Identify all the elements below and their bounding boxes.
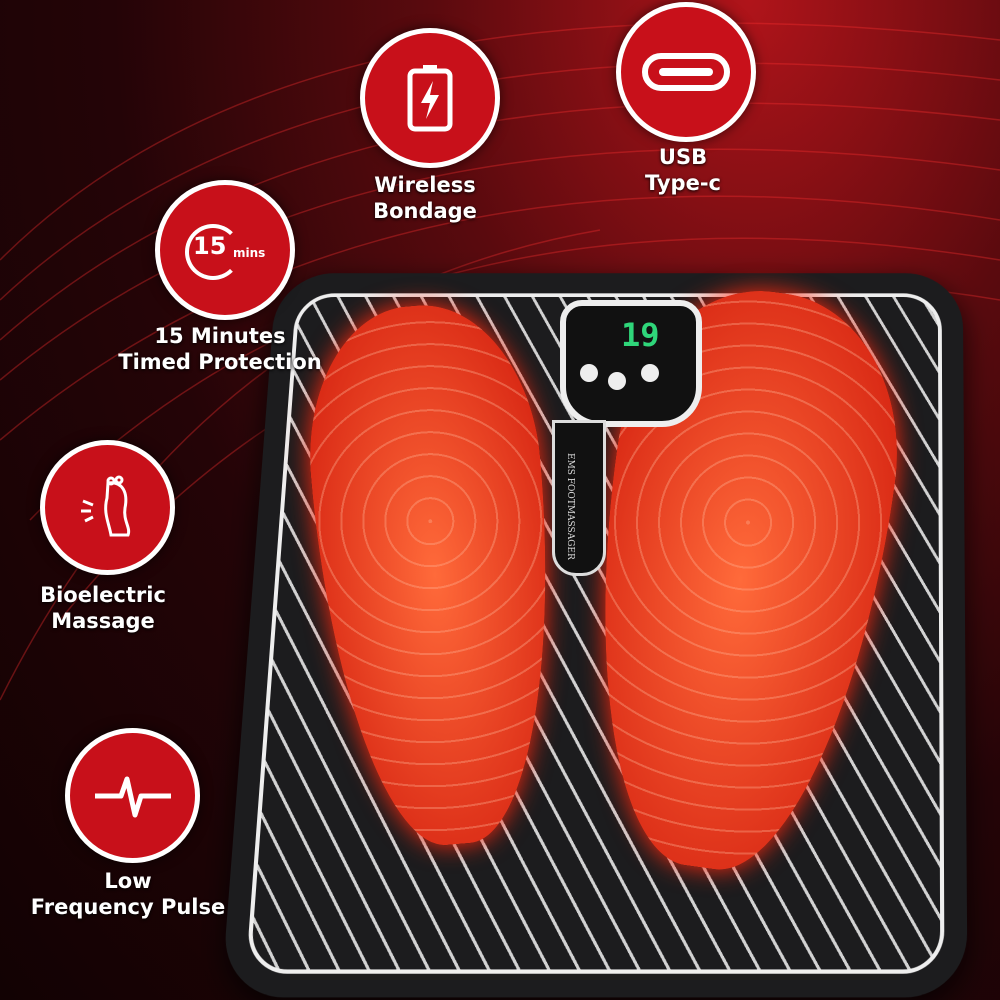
feature-title: Wireless xyxy=(374,173,476,197)
pulse-wave-icon xyxy=(65,728,200,863)
foot-pulse-icon xyxy=(40,440,175,575)
feature-subtitle: Bondage xyxy=(373,199,477,223)
usb-c-icon xyxy=(616,2,756,142)
control-button[interactable] xyxy=(608,372,626,390)
battery-charging-icon xyxy=(360,28,500,168)
control-button[interactable] xyxy=(580,364,598,382)
feature-title: Low xyxy=(104,869,152,893)
control-button[interactable] xyxy=(641,364,659,382)
timer-value: 15 xyxy=(193,232,227,260)
feature-title: Bioelectric xyxy=(40,583,166,607)
timer-icon: 15 mins xyxy=(155,180,295,320)
feature-subtitle: Timed Protection xyxy=(118,350,322,374)
controller[interactable]: 19 xyxy=(560,300,702,427)
feature-subtitle: Type-c xyxy=(645,171,721,195)
feature-subtitle: Massage xyxy=(51,609,155,633)
lcd-display: 19 xyxy=(621,316,660,354)
device-stem: EMS FOOTMASSAGER xyxy=(552,420,606,576)
feature-title: 15 Minutes xyxy=(154,324,286,348)
feature-title: USB xyxy=(658,145,708,169)
timer-unit: mins xyxy=(233,246,266,260)
feature-subtitle: Frequency Pulse xyxy=(30,895,226,919)
device-label: EMS FOOTMASSAGER xyxy=(565,453,575,560)
